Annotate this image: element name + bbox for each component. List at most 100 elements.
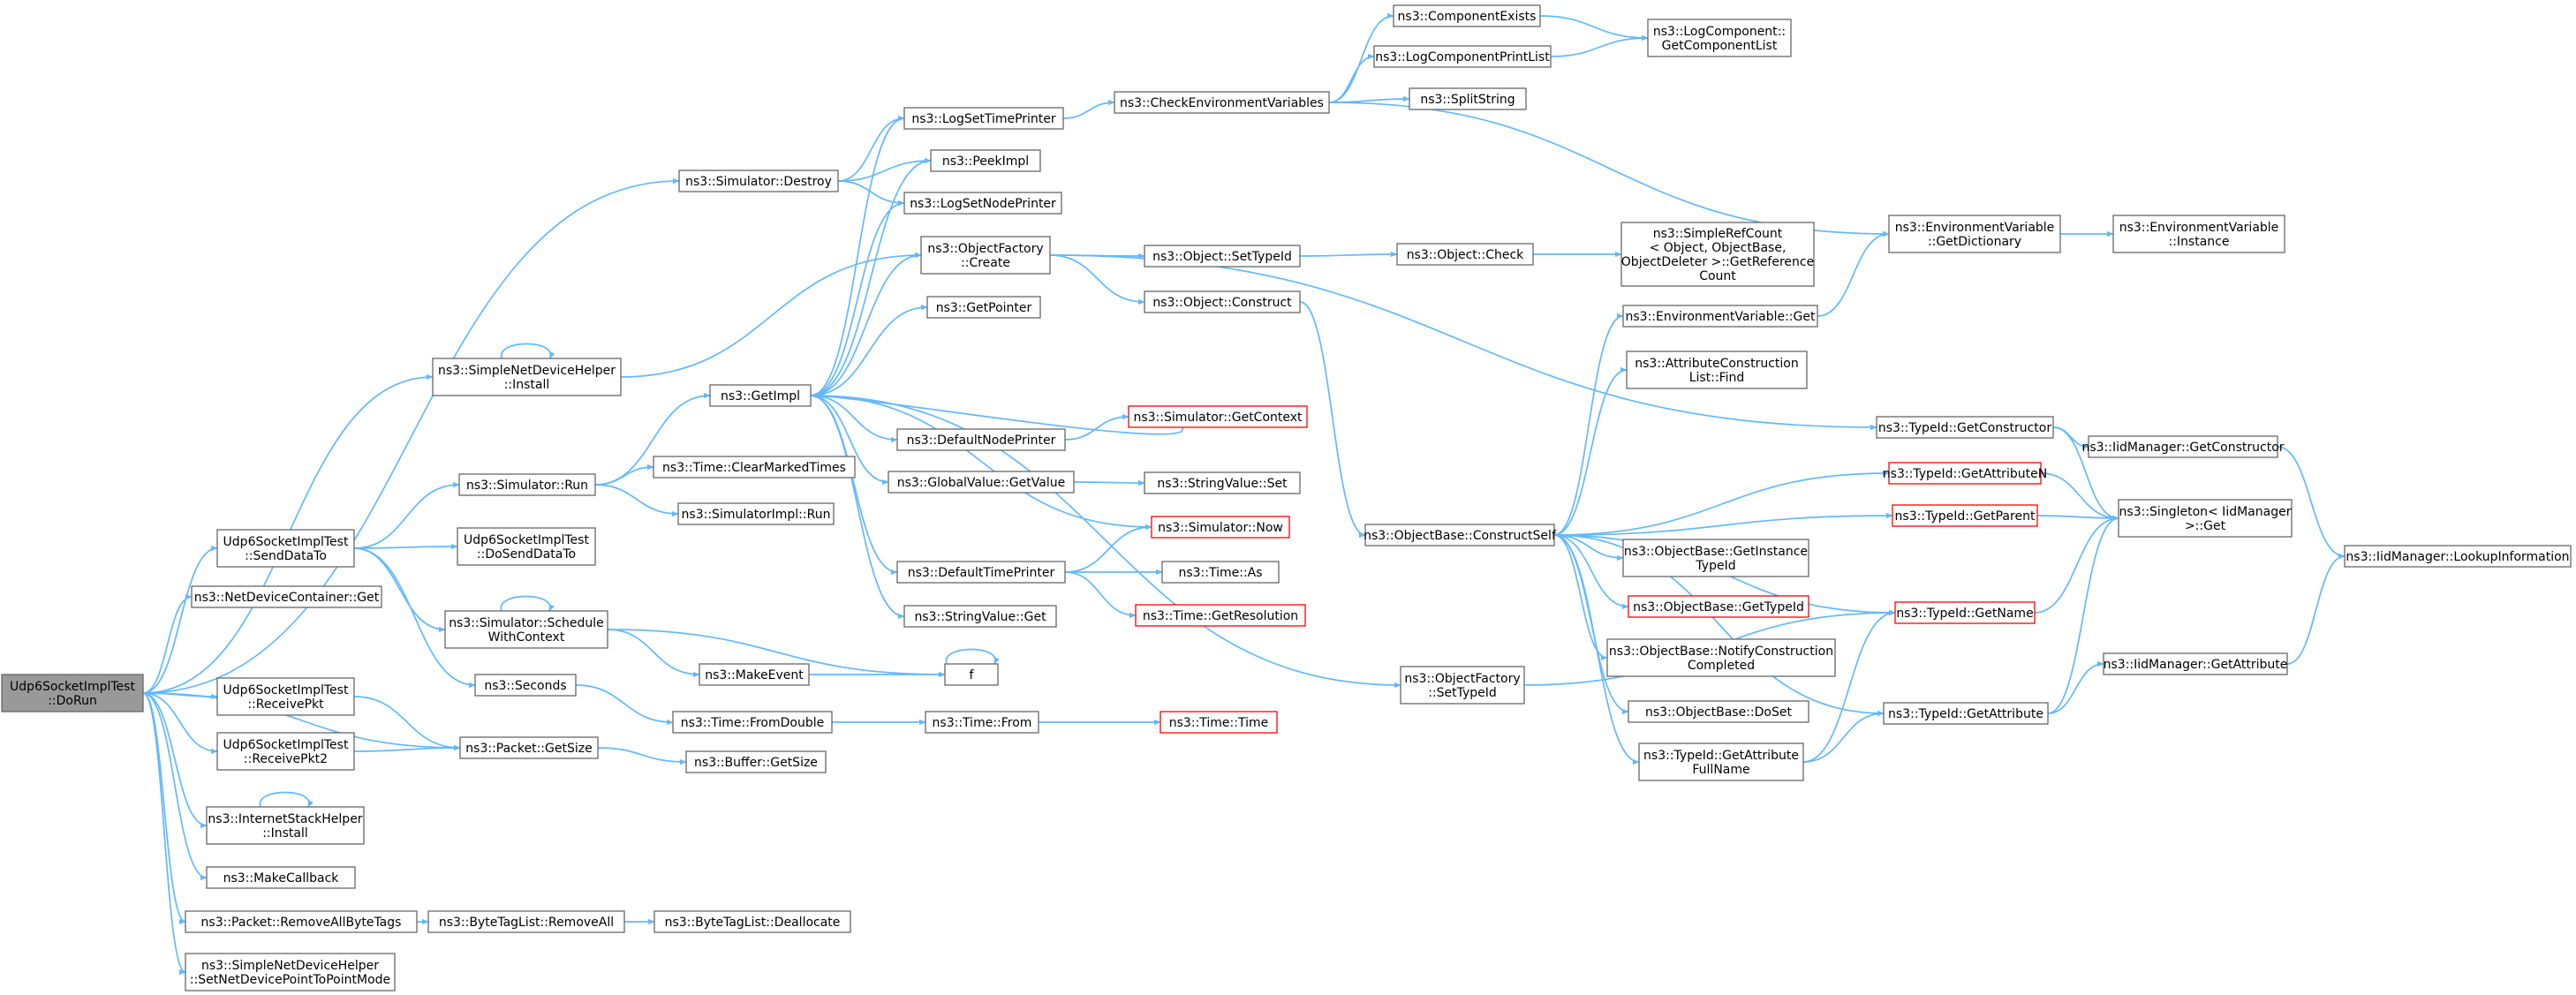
node-label: ::Create xyxy=(961,256,1010,270)
node-buffer-get-size[interactable]: ns3::Buffer::GetSize xyxy=(685,750,827,773)
node-object-factory-set-type-id[interactable]: ns3::ObjectFactory::SetTypeId xyxy=(1400,666,1525,705)
node-log-component-print-list[interactable]: ns3::LogComponentPrintList xyxy=(1373,45,1552,68)
node-sim-now[interactable]: ns3::Simulator::Now xyxy=(1151,516,1290,539)
node-iid-manager-get-constructor[interactable]: ns3::IidManager::GetConstructor xyxy=(2081,435,2285,458)
node-get-pointer[interactable]: ns3::GetPointer xyxy=(926,296,1041,319)
node-singleton-iid-manager-get[interactable]: ns3::Singleton< IidManager>::Get xyxy=(2118,499,2293,538)
node-type-id-get-attribute-n[interactable]: ns3::TypeId::GetAttributeN xyxy=(1883,462,2047,485)
node-label: ns3::SimpleNetDeviceHelper xyxy=(201,959,379,973)
node-make-event[interactable]: ns3::MakeEvent xyxy=(699,663,810,686)
edge-type-id-get-constructor-to-singleton-iid-manager-get xyxy=(2052,426,2119,522)
node-byte-tag-list-remove-all[interactable]: ns3::ByteTagList::RemoveAll xyxy=(427,910,625,933)
node-do-send-data-to[interactable]: Udp6SocketImplTest::DoSendDataTo xyxy=(457,527,596,566)
node-type-id-get-parent[interactable]: ns3::TypeId::GetParent xyxy=(1892,504,2038,527)
node-object-base-get-type-id[interactable]: ns3::ObjectBase::GetTypeId xyxy=(1628,595,1809,618)
node-label: ::Install xyxy=(262,826,308,840)
node-object-construct[interactable]: ns3::Object::Construct xyxy=(1144,290,1301,313)
edge-type-id-get-attribute-full-name-to-type-id-get-attribute xyxy=(1802,710,1885,763)
node-label: ns3::ByteTagList::RemoveAll xyxy=(439,916,614,930)
node-ish-install[interactable]: ns3::InternetStackHelper::Install xyxy=(206,806,365,845)
node-object-check[interactable]: ns3::Object::Check xyxy=(1396,243,1534,266)
node-f[interactable]: f xyxy=(944,663,999,686)
node-default-node-printer[interactable]: ns3::DefaultNodePrinter xyxy=(896,428,1066,451)
node-box xyxy=(474,674,577,697)
node-iid-manager-lookup-information[interactable]: ns3::IidManager::LookupInformation xyxy=(2344,545,2572,568)
edge-do-run-to-sim-destroy xyxy=(142,177,680,694)
node-object-set-type-id[interactable]: ns3::Object::SetTypeId xyxy=(1144,245,1301,268)
node-log-set-time-printer[interactable]: ns3::LogSetTimePrinter xyxy=(903,107,1064,130)
node-remove-all-byte-tags[interactable]: ns3::Packet::RemoveAllByteTags xyxy=(185,910,418,933)
node-sim-run[interactable]: ns3::Simulator::Run xyxy=(458,473,596,496)
node-time-time[interactable]: ns3::Time::Time xyxy=(1160,711,1278,734)
node-log-set-node-printer[interactable]: ns3::LogSetNodePrinter xyxy=(903,192,1062,215)
node-label: ns3::LogComponentPrintList xyxy=(1375,50,1550,64)
edge-do-run-to-set-net-device-p2-p xyxy=(142,692,186,976)
node-sim-get-context[interactable]: ns3::Simulator::GetContext xyxy=(1128,405,1308,428)
edge-schedule-with-context-to-schedule-with-context xyxy=(500,595,555,612)
node-label: Udp6SocketImplTest xyxy=(223,738,349,752)
node-iid-manager-get-attribute[interactable]: ns3::IidManager::GetAttribute xyxy=(2103,652,2288,675)
node-object-base-notify-construction-completed[interactable]: ns3::ObjectBase::NotifyConstructionCompl… xyxy=(1606,638,1836,677)
node-send-data-to[interactable]: Udp6SocketImplTest::SendDataTo xyxy=(216,529,355,568)
node-env-var-get[interactable]: ns3::EnvironmentVariable::Get xyxy=(1622,305,1818,328)
node-label: ns3::SimpleNetDeviceHelper xyxy=(438,364,616,378)
node-label: ::SetTypeId xyxy=(1428,686,1497,700)
node-receive-pkt2[interactable]: Udp6SocketImplTest::ReceivePkt2 xyxy=(216,732,355,771)
node-receive-pkt[interactable]: Udp6SocketImplTest::ReceivePkt xyxy=(216,677,355,716)
node-sndh-install[interactable]: ns3::SimpleNetDeviceHelper::Install xyxy=(432,358,622,396)
node-label: ns3::EnvironmentVariable xyxy=(2119,221,2279,235)
node-simple-ref-count[interactable]: ns3::SimpleRefCount< Object, ObjectBase,… xyxy=(1620,222,1815,287)
node-box xyxy=(444,610,608,649)
node-get-impl[interactable]: ns3::GetImpl xyxy=(709,384,812,407)
node-string-value-get[interactable]: ns3::StringValue::Get xyxy=(903,605,1057,628)
node-default-time-printer[interactable]: ns3::DefaultTimePrinter xyxy=(896,561,1066,584)
edge-ish-install-to-ish-install xyxy=(259,791,314,808)
node-log-component-get-list[interactable]: ns3::LogComponent::GetComponentList xyxy=(1647,19,1792,57)
edge-default-node-printer-to-sim-get-context xyxy=(1064,413,1129,441)
node-seconds[interactable]: ns3::Seconds xyxy=(474,674,577,697)
node-sim-destroy[interactable]: ns3::Simulator::Destroy xyxy=(678,170,839,192)
node-global-value-get-value[interactable]: ns3::GlobalValue::GetValue xyxy=(888,471,1075,494)
edge-log-component-print-list-to-log-component-get-list xyxy=(1550,34,1649,57)
node-make-callback[interactable]: ns3::MakeCallback xyxy=(206,866,356,889)
edge-type-id-get-attribute-full-name-to-type-id-get-name xyxy=(1802,609,1896,763)
node-type-id-get-constructor[interactable]: ns3::TypeId::GetConstructor xyxy=(1876,416,2054,439)
node-packet-get-size[interactable]: ns3::Packet::GetSize xyxy=(459,736,599,759)
node-time-as[interactable]: ns3::Time::As xyxy=(1161,561,1280,584)
node-time-get-resolution[interactable]: ns3::Time::GetResolution xyxy=(1135,604,1306,627)
node-check-env-vars[interactable]: ns3::CheckEnvironmentVariables xyxy=(1114,91,1330,114)
node-box xyxy=(677,502,835,525)
node-label: ns3::AttributeConstruction xyxy=(1635,357,1798,371)
node-object-base-construct-self[interactable]: ns3::ObjectBase::ConstructSelf xyxy=(1364,524,1557,546)
node-time-from-double[interactable]: ns3::Time::FromDouble xyxy=(672,711,833,734)
node-object-factory-create[interactable]: ns3::ObjectFactory::Create xyxy=(920,236,1051,275)
node-set-net-device-p2-p[interactable]: ns3::SimpleNetDeviceHelper::SetNetDevice… xyxy=(185,953,396,991)
node-ndc-get[interactable]: ns3::NetDeviceContainer::Get xyxy=(191,585,382,608)
node-label: GetComponentList xyxy=(1662,39,1778,53)
node-object-base-do-set[interactable]: ns3::ObjectBase::DoSet xyxy=(1628,700,1809,723)
edge-default-time-printer-to-time-get-resolution xyxy=(1064,571,1137,619)
node-label: WithContext xyxy=(488,630,565,644)
node-box xyxy=(1161,561,1280,584)
node-byte-tag-list-deallocate[interactable]: ns3::ByteTagList::Deallocate xyxy=(653,910,851,933)
node-component-exists[interactable]: ns3::ComponentExists xyxy=(1393,4,1541,27)
node-env-var-get-dictionary[interactable]: ns3::EnvironmentVariable::GetDictionary xyxy=(1888,215,2061,253)
node-sim-impl-run[interactable]: ns3::SimulatorImpl::Run xyxy=(677,502,835,525)
node-clear-marked-times[interactable]: ns3::Time::ClearMarkedTimes xyxy=(653,456,856,479)
node-string-value-set[interactable]: ns3::StringValue::Set xyxy=(1144,471,1301,494)
node-peek-impl[interactable]: ns3::PeekImpl xyxy=(930,149,1041,172)
node-env-var-instance[interactable]: ns3::EnvironmentVariable::Instance xyxy=(2112,215,2285,253)
node-label: ns3::ObjectBase::DoSet xyxy=(1645,705,1792,720)
node-label: ns3::StringValue::Set xyxy=(1157,477,1288,491)
node-type-id-get-attribute[interactable]: ns3::TypeId::GetAttribute xyxy=(1883,702,2049,725)
node-time-from[interactable]: ns3::Time::From xyxy=(925,711,1039,734)
node-type-id-get-name[interactable]: ns3::TypeId::GetName xyxy=(1894,601,2036,624)
node-do-run[interactable]: Udp6SocketImplTest::DoRun xyxy=(1,674,144,712)
node-label: ::DoRun xyxy=(48,694,97,708)
edge-get-impl-to-log-set-node-printer xyxy=(810,200,905,396)
node-split-string[interactable]: ns3::SplitString xyxy=(1409,87,1527,110)
